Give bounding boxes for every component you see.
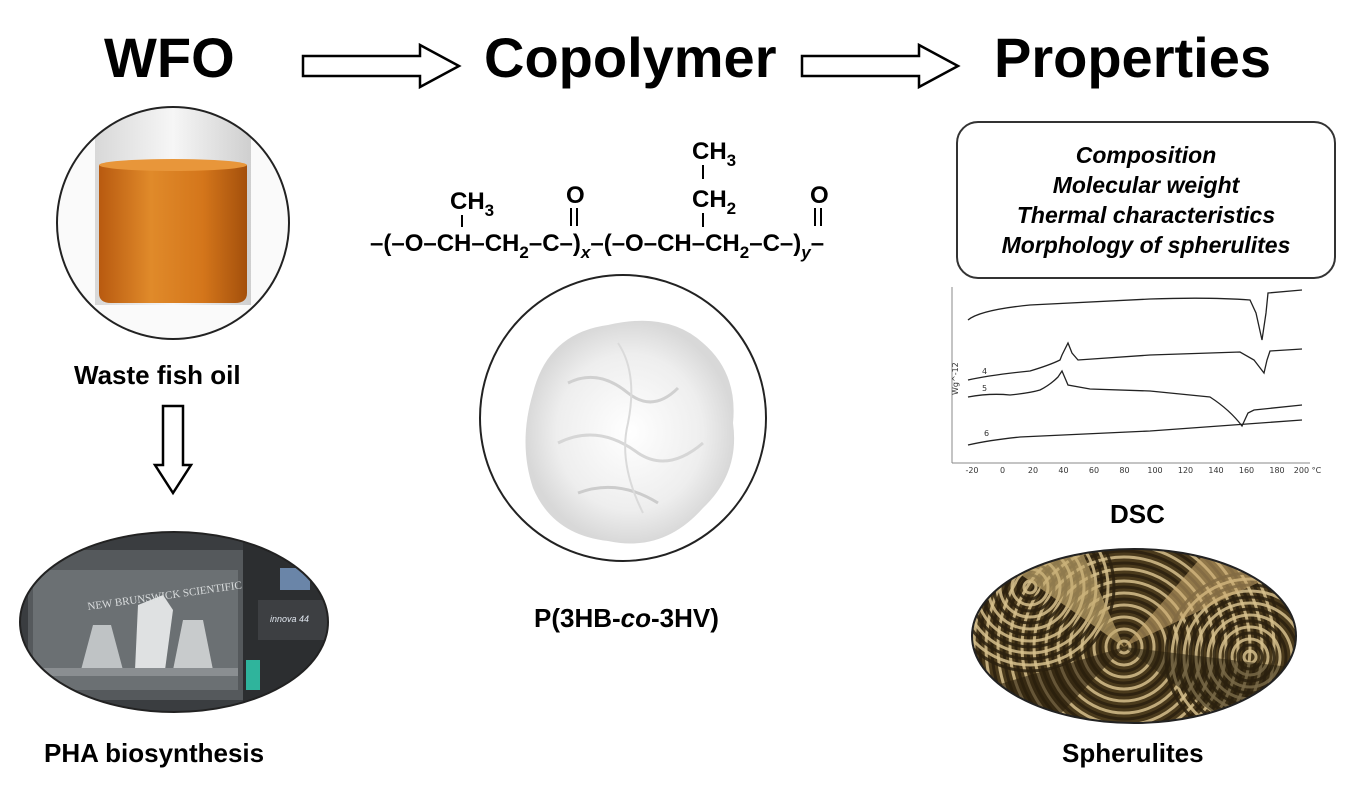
- arrow-right-icon: [301, 42, 462, 90]
- label-dsc: DSC: [1110, 499, 1165, 529]
- formula-subscript-y: y: [800, 243, 812, 262]
- dsc-curve-label-6: 6: [984, 429, 989, 438]
- properties-box: Composition Molecular weight Thermal cha…: [956, 121, 1336, 279]
- dsc-x-tick-label: -20: [965, 466, 978, 475]
- spherulite-ring: [972, 549, 1110, 667]
- heading-properties: Properties: [994, 26, 1271, 89]
- svg-text:CH3: CH3: [692, 138, 736, 170]
- spherulite-ring: [1092, 615, 1156, 679]
- dsc-x-tick-label: 80: [1119, 466, 1129, 475]
- incubator-model-text: innova 44: [270, 614, 309, 624]
- spherulite-ring: [984, 549, 1264, 723]
- copolymer-powder-photo: [479, 274, 767, 562]
- property-composition: Composition: [1075, 142, 1217, 168]
- dsc-x-tick-label: 0: [1000, 466, 1005, 475]
- dsc-x-tick-label: 100: [1147, 466, 1162, 475]
- formula-oxygen-left: O: [566, 182, 585, 209]
- copolymer-structural-formula: CH3 O CH3 CH2 O –(–O–CH–CH2–C–)x–(–O–CH–…: [370, 138, 829, 262]
- svg-text:CH2: CH2: [692, 186, 736, 218]
- dsc-curve-label-5: 5: [982, 384, 987, 393]
- spherulite-ring: [996, 549, 1252, 723]
- spherulite-ring: [972, 549, 1116, 673]
- label-copolymer-name: P(3HB-co-3HV): [534, 603, 719, 633]
- property-morphology-of-spherulites: Morphology of spherulites: [1001, 232, 1291, 258]
- svg-text:–(–O–CH–CH2–C–)x–(–O–CH–CH2–C–: –(–O–CH–CH2–C–)x–(–O–CH–CH2–C–)y–: [370, 230, 824, 262]
- spherulite-ring: [1110, 633, 1138, 661]
- spherulites-photo: [971, 548, 1297, 724]
- formula-subscript-x: x: [580, 243, 592, 262]
- svg-text:CH3: CH3: [450, 188, 494, 220]
- dsc-x-tick-label: 40: [1058, 466, 1068, 475]
- dsc-x-tick-label: 20: [1028, 466, 1038, 475]
- dsc-y-axis-label: Wg^-12: [951, 362, 960, 395]
- arrow-right-icon: [800, 42, 961, 90]
- formula-oxygen-right: O: [810, 182, 829, 209]
- arrow-down-icon: [152, 404, 194, 496]
- spherulite-ring: [1014, 549, 1234, 723]
- property-thermal-characteristics: Thermal characteristics: [1016, 202, 1276, 228]
- incubator-photo: NEW BRUNSWICK SCIENTIFIC innova 44: [19, 531, 329, 713]
- dsc-x-tick-label: 200 °C: [1294, 466, 1322, 475]
- formula-ch3-left: CH: [450, 188, 485, 215]
- formula-ch3-right: CH: [692, 138, 727, 165]
- dsc-x-tick-label: 160: [1239, 466, 1254, 475]
- spherulite-ring: [972, 549, 1282, 723]
- spherulite-ring: [972, 549, 1104, 661]
- label-pha-biosynthesis: PHA biosynthesis: [44, 738, 265, 768]
- heading-wfo: WFO: [104, 26, 235, 89]
- dsc-x-tick-label: 60: [1089, 466, 1099, 475]
- spherulite-ring: [1104, 627, 1144, 667]
- spherulite-ring: [1008, 549, 1240, 723]
- heading-copolymer: Copolymer: [484, 26, 777, 89]
- dsc-x-tick-label: 120: [1178, 466, 1193, 475]
- formula-ch2-right: CH: [692, 186, 727, 213]
- spherulite-ring: [1098, 621, 1150, 673]
- dsc-x-tick-label: 180: [1269, 466, 1284, 475]
- dsc-x-tick-label: 140: [1208, 466, 1223, 475]
- property-molecular-weight: Molecular weight: [1052, 172, 1240, 198]
- dsc-curve-label-4: 4: [982, 367, 987, 376]
- label-waste-fish-oil: Waste fish oil: [74, 360, 241, 390]
- dsc-thermogram: Wg^-12 4 5 6 -20 0 20 40 60 80 100 120 140 160 180…: [951, 287, 1322, 475]
- spherulite-ring: [1116, 639, 1132, 655]
- fish-oil-photo: [56, 106, 290, 340]
- label-spherulites: Spherulites: [1062, 738, 1204, 768]
